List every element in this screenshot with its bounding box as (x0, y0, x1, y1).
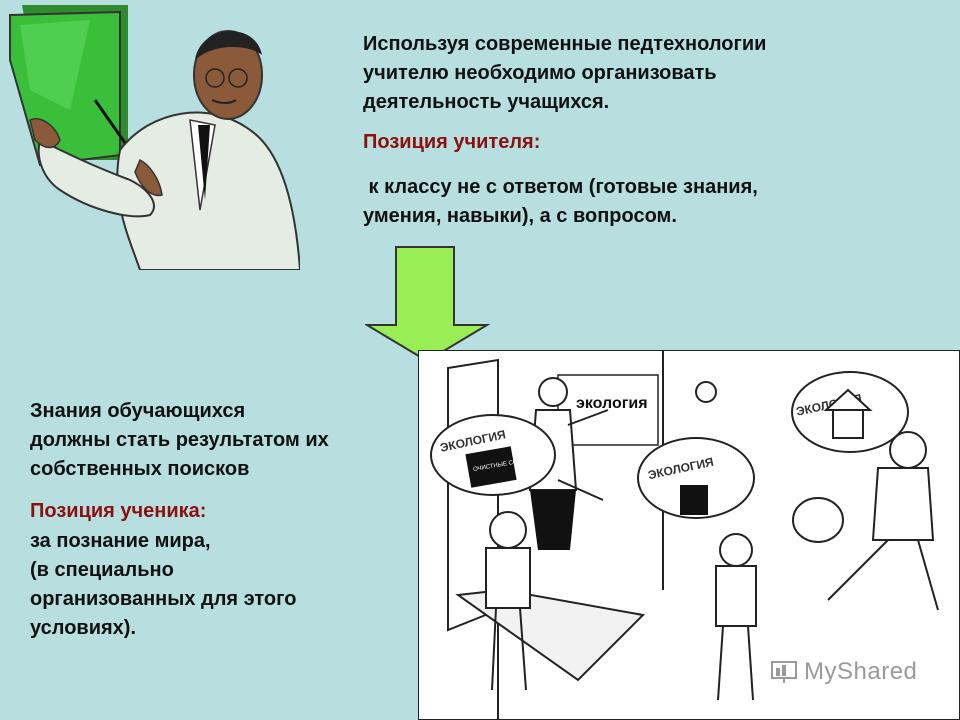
running-boy-figure-icon (792, 431, 939, 611)
boy-student-figure-icon (485, 511, 531, 691)
down-arrow-icon (365, 246, 490, 363)
green-board-icon (9, 5, 128, 167)
student-position-line-3: организованных для этого (30, 588, 297, 610)
student-position-text: за познание мира, (в специально организо… (30, 527, 296, 643)
board-text: экология (576, 395, 648, 412)
thought-cloud-2: ЭКОЛОГИЯ (637, 437, 755, 519)
intro-line-3: деятельность учащихся. (363, 91, 610, 113)
student-knowledge-text: Знания обучающихся должны стать результа… (30, 397, 329, 484)
teacher-position-line-1: к классу не с ответом (готовые знания, (363, 176, 758, 198)
watermark-text: MyShared (804, 658, 918, 685)
student-position-line-4: условиях). (30, 617, 137, 639)
student-knowledge-line-2: должны стать результатом их (30, 429, 329, 451)
teacher-position-heading: Позиция учителя: (363, 131, 541, 153)
sun-icon (695, 381, 717, 403)
teacher-position-line-2: умения, навыки), а с вопросом. (363, 205, 677, 227)
teacher-position-text: к классу не с ответом (готовые знания, у… (363, 173, 758, 231)
student-knowledge-line-3: собственных поисков (30, 458, 250, 480)
presentation-icon (771, 661, 797, 683)
watermark: MyShared (770, 658, 917, 686)
student-position-line-2: (в специально (30, 559, 174, 581)
girl-student-figure-icon (715, 533, 757, 701)
student-knowledge-line-1: Знания обучающихся (30, 400, 246, 422)
intro-text: Используя современные педтехнологии учит… (363, 30, 766, 117)
thought-cloud-3: ЭКОЛОГИЯ (791, 371, 909, 453)
classroom-illustration: экология ЭКОЛОГИЯ ОЧИСТНЫЕ СООРУЖЕНИЯ ЭК… (418, 350, 960, 720)
thought-cloud-1: ЭКОЛОГИЯ ОЧИСТНЫЕ СООРУЖЕНИЯ (430, 414, 556, 496)
student-position-heading: Позиция ученика: (30, 500, 207, 522)
intro-line-1: Используя современные педтехнологии (363, 33, 767, 55)
teacher-pointing-illustration (9, 5, 300, 270)
student-position-line-1: за познание мира, (30, 530, 211, 552)
intro-line-2: учителю необходимо организовать (363, 62, 717, 84)
